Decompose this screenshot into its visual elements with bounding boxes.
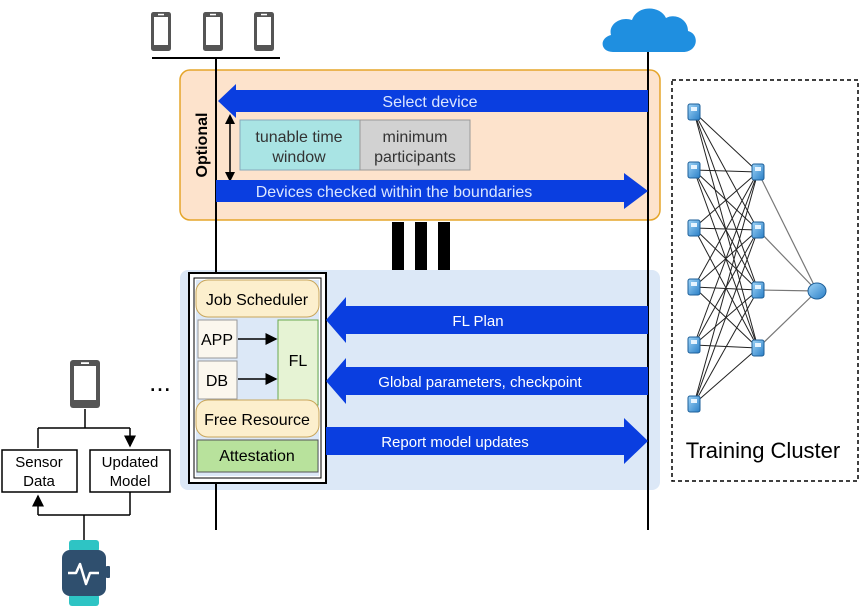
network-edge bbox=[693, 347, 759, 405]
minimum-participants-line2: participants bbox=[374, 149, 456, 166]
server-node-icon bbox=[687, 161, 701, 179]
phone-icon bbox=[254, 12, 274, 51]
sensor-data-box bbox=[1, 449, 78, 493]
network-edge bbox=[757, 290, 818, 349]
job-scheduler-label: Job Scheduler bbox=[206, 292, 309, 309]
separator-bar bbox=[438, 222, 450, 270]
local-device-connectors bbox=[32, 409, 136, 540]
server-node-icon bbox=[687, 219, 701, 237]
device-stack: Job Scheduler APP DB FL Free Resource At… bbox=[188, 272, 327, 484]
server-node-icon bbox=[687, 336, 701, 354]
updated-model-line2: Model bbox=[110, 473, 151, 490]
network-nodes bbox=[687, 103, 827, 413]
devices-checked-arrow: Devices checked within the boundaries bbox=[216, 173, 648, 209]
tunable-time-window-line2: window bbox=[271, 149, 326, 166]
fl-label: FL bbox=[289, 353, 308, 370]
report-updates-arrow: Report model updates bbox=[326, 418, 648, 464]
separator-bar bbox=[392, 222, 404, 270]
network-edge bbox=[757, 171, 818, 292]
server-node-icon bbox=[751, 163, 765, 181]
global-parameters-label: Global parameters, checkpoint bbox=[378, 374, 582, 391]
network-edge bbox=[693, 171, 759, 288]
network-edge bbox=[693, 229, 759, 405]
aggregator-node-icon bbox=[807, 282, 827, 300]
phone-icon bbox=[70, 360, 100, 408]
phone-icon bbox=[203, 12, 223, 51]
app-label: APP bbox=[201, 332, 233, 349]
tunable-time-window-line1: tunable time bbox=[255, 129, 342, 146]
updated-model-line1: Updated bbox=[102, 454, 159, 471]
select-device-label: Select device bbox=[382, 94, 477, 111]
server-node-icon bbox=[687, 395, 701, 413]
server-node-icon bbox=[687, 278, 701, 296]
cloud-icon bbox=[602, 8, 696, 53]
fl-box bbox=[277, 319, 319, 406]
global-parameters-arrow: Global parameters, checkpoint bbox=[326, 358, 648, 404]
tunable-time-window-box bbox=[239, 119, 361, 171]
network-edges bbox=[693, 111, 818, 405]
free-resource-label: Free Resource bbox=[204, 412, 310, 429]
attestation-box bbox=[196, 439, 319, 473]
job-scheduler-box bbox=[195, 279, 320, 318]
training-cluster-label: Training Cluster bbox=[686, 438, 840, 463]
report-updates-label: Report model updates bbox=[381, 434, 529, 451]
server-node-icon bbox=[751, 281, 765, 299]
server-node-icon bbox=[751, 339, 765, 357]
db-label: DB bbox=[206, 373, 228, 390]
devices-checked-label: Devices checked within the boundaries bbox=[256, 184, 533, 201]
minimum-participants-line1: minimum bbox=[383, 129, 448, 146]
app-box bbox=[197, 319, 238, 359]
attestation-label: Attestation bbox=[219, 448, 295, 465]
free-resource-box bbox=[195, 399, 320, 438]
network-edge bbox=[693, 289, 759, 405]
time-window-bracket bbox=[225, 114, 235, 182]
select-device-arrow: Select device bbox=[218, 84, 648, 118]
more-devices-ellipsis: ... bbox=[149, 367, 171, 397]
updated-model-box bbox=[89, 449, 171, 493]
db-box bbox=[197, 360, 238, 400]
minimum-participants-box bbox=[359, 119, 471, 171]
network-edge bbox=[757, 289, 818, 292]
sensor-data-line1: Sensor bbox=[15, 454, 63, 471]
separator-bar bbox=[415, 222, 427, 270]
network-edge bbox=[693, 169, 759, 173]
smartwatch-icon bbox=[62, 540, 110, 606]
server-node-icon bbox=[687, 103, 701, 121]
network-edge bbox=[693, 171, 759, 405]
fl-plan-arrow: FL Plan bbox=[326, 297, 648, 343]
network-edge bbox=[693, 111, 759, 173]
network-edge bbox=[693, 171, 759, 346]
optional-label: Optional bbox=[194, 113, 211, 178]
phones-group bbox=[151, 12, 280, 59]
sensor-data-line2: Data bbox=[23, 473, 55, 490]
phone-icon bbox=[151, 12, 171, 51]
network-edge bbox=[693, 171, 759, 229]
fl-plan-label: FL Plan bbox=[452, 313, 503, 330]
network-edge bbox=[757, 229, 818, 292]
server-node-icon bbox=[751, 221, 765, 239]
